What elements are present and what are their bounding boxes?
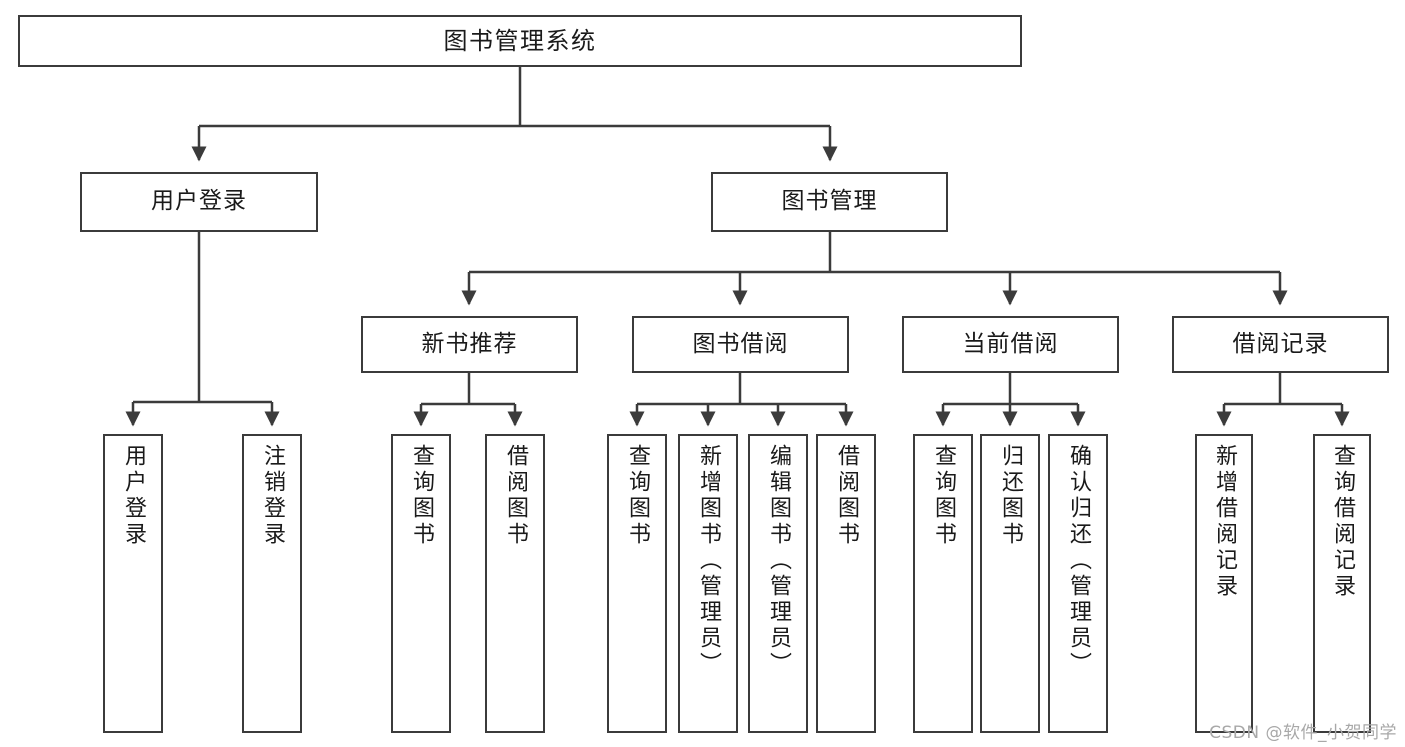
node-new-book-recommend[interactable]: 新书推荐 — [361, 316, 578, 373]
leaf-current-return-book[interactable]: 归还图书 — [980, 434, 1040, 733]
node-borrow-record[interactable]: 借阅记录 — [1172, 316, 1389, 373]
leaf-borrow-query-book[interactable]: 查询图书 — [607, 434, 667, 733]
leaf-recommend-query-book[interactable]: 查询图书 — [391, 434, 451, 733]
node-root-system[interactable]: 图书管理系统 — [18, 15, 1022, 67]
node-label: 用户登录 — [121, 444, 146, 548]
node-label: 归还图书 — [998, 444, 1023, 548]
node-label: 新增借阅记录 — [1212, 444, 1237, 600]
node-label: 确认归还（管理员） — [1066, 444, 1091, 678]
leaf-borrow-add-book-admin[interactable]: 新增图书（管理员） — [678, 434, 738, 733]
leaf-record-add-record[interactable]: 新增借阅记录 — [1195, 434, 1253, 733]
node-label: 注销登录 — [260, 444, 285, 548]
node-label: 查询图书 — [931, 444, 956, 548]
node-current-borrow[interactable]: 当前借阅 — [902, 316, 1119, 373]
node-label: 借阅图书 — [503, 444, 528, 548]
node-book-management[interactable]: 图书管理 — [711, 172, 948, 232]
node-label: 图书管理系统 — [443, 26, 597, 55]
node-label: 编辑图书（管理员） — [766, 444, 791, 678]
node-label: 当前借阅 — [962, 330, 1059, 357]
node-label: 图书管理 — [781, 188, 878, 215]
node-label: 查询图书 — [625, 444, 650, 548]
node-book-borrow[interactable]: 图书借阅 — [632, 316, 849, 373]
csdn-watermark: CSDN @软件_小贺同学 — [1209, 723, 1397, 743]
leaf-current-confirm-return-admin[interactable]: 确认归还（管理员） — [1048, 434, 1108, 733]
node-label: 新书推荐 — [421, 330, 518, 357]
node-label: 用户登录 — [151, 188, 247, 215]
node-label: 借阅图书 — [834, 444, 859, 548]
node-label: 查询借阅记录 — [1330, 444, 1355, 600]
node-label: 查询图书 — [409, 444, 434, 548]
leaf-borrow-borrow-book[interactable]: 借阅图书 — [816, 434, 876, 733]
leaf-borrow-edit-book-admin[interactable]: 编辑图书（管理员） — [748, 434, 808, 733]
leaf-record-query-record[interactable]: 查询借阅记录 — [1313, 434, 1371, 733]
leaf-user-logout[interactable]: 注销登录 — [242, 434, 302, 733]
node-label: 图书借阅 — [692, 330, 789, 357]
node-user-login[interactable]: 用户登录 — [80, 172, 318, 232]
node-label: 借阅记录 — [1232, 330, 1329, 357]
leaf-user-login[interactable]: 用户登录 — [103, 434, 163, 733]
node-label: 新增图书（管理员） — [696, 444, 721, 678]
leaf-current-query-book[interactable]: 查询图书 — [913, 434, 973, 733]
leaf-recommend-borrow-book[interactable]: 借阅图书 — [485, 434, 545, 733]
